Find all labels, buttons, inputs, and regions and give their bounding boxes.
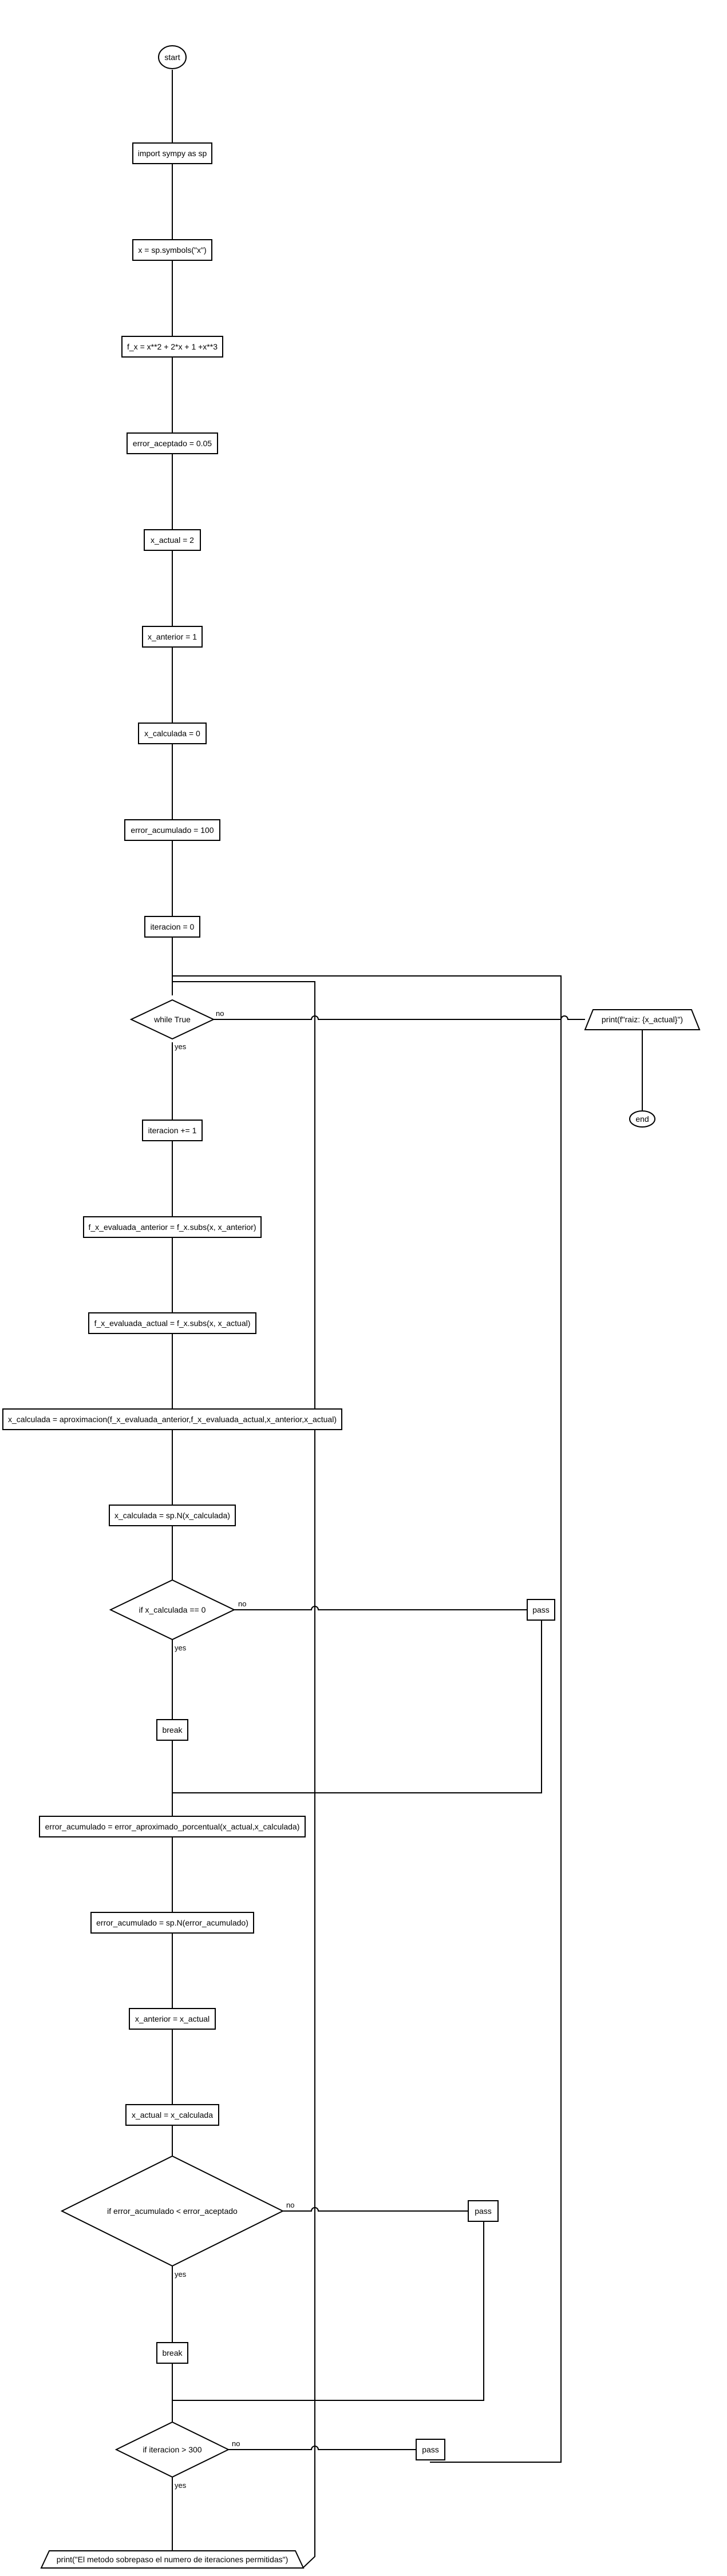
decision-if-zero: if x_calculada == 0 — [109, 1579, 236, 1641]
step-x-calculada-label: x_calculada = 0 — [144, 729, 200, 738]
output-print-root-label: print(f"raiz: {x_actual}") — [602, 1015, 683, 1024]
step-f-anterior: f_x_evaluada_anterior = f_x.subs(x, x_an… — [83, 1216, 262, 1238]
connector-pass1-merge — [172, 1620, 542, 1793]
step-aproximacion: x_calculada = aproximacion(f_x_evaluada_… — [2, 1408, 342, 1430]
step-break-2-label: break — [162, 2348, 183, 2357]
connector-while-no — [214, 1015, 585, 1020]
connector-if-iter-no — [228, 2446, 416, 2450]
start-terminal: start — [158, 45, 187, 69]
edge-label-while-no: no — [216, 1009, 224, 1018]
step-fx: f_x = x**2 + 2*x + 1 +x**3 — [121, 336, 223, 358]
step-pass-2-label: pass — [475, 2206, 492, 2216]
step-spn-error-label: error_acumulado = sp.N(error_acumulado) — [96, 1918, 248, 1927]
step-pass-1-label: pass — [532, 1605, 550, 1614]
edge-label-zero-no: no — [238, 1599, 246, 1608]
step-symbols: x = sp.symbols("x") — [132, 239, 212, 261]
step-pass-2: pass — [468, 2200, 499, 2222]
output-print-message: print("El metodo sobrepaso el numero de … — [40, 2550, 305, 2569]
step-iteracion: iteracion = 0 — [144, 916, 200, 938]
edge-label-error-yes: yes — [175, 2270, 187, 2279]
end-terminal: end — [629, 1110, 655, 1128]
step-break-1: break — [156, 1719, 188, 1741]
step-f-actual-label: f_x_evaluada_actual = f_x.subs(x, x_actu… — [94, 1319, 251, 1328]
start-label: start — [164, 53, 180, 62]
step-symbols-label: x = sp.symbols("x") — [138, 245, 206, 255]
step-assign-anterior: x_anterior = x_actual — [129, 2008, 216, 2030]
step-import-label: import sympy as sp — [138, 149, 207, 158]
step-error-aceptado-label: error_aceptado = 0.05 — [133, 439, 212, 448]
end-label: end — [635, 1114, 649, 1124]
step-error-aproximado-label: error_acumulado = error_aproximado_porce… — [45, 1822, 300, 1831]
step-iteracion-inc-label: iteracion += 1 — [148, 1126, 197, 1135]
step-error-acumulado: error_acumulado = 100 — [124, 819, 220, 841]
edge-label-error-no: no — [286, 2201, 294, 2209]
connectors — [172, 70, 643, 2568]
output-print-root: print(f"raiz: {x_actual}") — [584, 1009, 701, 1030]
step-error-aceptado: error_aceptado = 0.05 — [127, 432, 218, 454]
step-break-2: break — [156, 2342, 188, 2364]
step-iteracion-inc: iteracion += 1 — [142, 1120, 203, 1141]
decision-if-error: if error_acumulado < error_aceptado — [60, 2155, 285, 2267]
step-error-acumulado-label: error_acumulado = 100 — [131, 825, 214, 835]
edge-label-iter-yes: yes — [175, 2481, 187, 2490]
edge-label-while-yes: yes — [175, 1042, 187, 1051]
step-break-1-label: break — [162, 1725, 183, 1734]
connector-if-error-no — [283, 2207, 468, 2212]
step-pass-3-label: pass — [422, 2445, 439, 2454]
step-spn-error: error_acumulado = sp.N(error_acumulado) — [90, 1912, 254, 1934]
step-x-anterior: x_anterior = 1 — [142, 626, 203, 648]
output-print-message-label: print("El metodo sobrepaso el numero de … — [57, 2555, 288, 2564]
edge-label-iter-no: no — [232, 2439, 240, 2448]
step-pass-1: pass — [527, 1599, 555, 1621]
decision-if-iter-label: if iteracion > 300 — [143, 2445, 201, 2454]
step-f-actual: f_x_evaluada_actual = f_x.subs(x, x_actu… — [88, 1312, 256, 1334]
step-aproximacion-label: x_calculada = aproximacion(f_x_evaluada_… — [8, 1415, 337, 1424]
decision-while-label: while True — [153, 1015, 191, 1024]
step-x-actual: x_actual = 2 — [144, 529, 201, 551]
loop-back-inner — [172, 981, 315, 2568]
step-pass-3: pass — [416, 2439, 445, 2460]
connector-pass2-merge — [172, 2221, 484, 2401]
step-spn-x-label: x_calculada = sp.N(x_calculada) — [114, 1511, 230, 1520]
edge-label-zero-yes: yes — [175, 1644, 187, 1652]
step-import: import sympy as sp — [132, 142, 212, 164]
decision-if-iter: if iteracion > 300 — [114, 2421, 230, 2478]
connector-if-zero-no — [234, 1606, 527, 1610]
step-x-calculada: x_calculada = 0 — [138, 723, 207, 744]
decision-if-error-label: if error_acumulado < error_aceptado — [107, 2206, 238, 2216]
decision-while: while True — [129, 999, 215, 1040]
step-iteracion-label: iteracion = 0 — [151, 922, 195, 931]
step-assign-actual: x_actual = x_calculada — [125, 2104, 219, 2126]
step-error-aproximado: error_acumulado = error_aproximado_porce… — [39, 1816, 306, 1837]
step-assign-anterior-label: x_anterior = x_actual — [135, 2014, 210, 2023]
decision-if-zero-label: if x_calculada == 0 — [139, 1605, 206, 1614]
step-x-actual-label: x_actual = 2 — [151, 535, 194, 545]
step-spn-x: x_calculada = sp.N(x_calculada) — [109, 1505, 236, 1526]
step-fx-label: f_x = x**2 + 2*x + 1 +x**3 — [127, 342, 218, 351]
step-assign-actual-label: x_actual = x_calculada — [132, 2110, 213, 2119]
step-x-anterior-label: x_anterior = 1 — [148, 632, 197, 641]
loop-back-outer — [172, 975, 562, 2463]
step-f-anterior-label: f_x_evaluada_anterior = f_x.subs(x, x_an… — [89, 1222, 256, 1232]
